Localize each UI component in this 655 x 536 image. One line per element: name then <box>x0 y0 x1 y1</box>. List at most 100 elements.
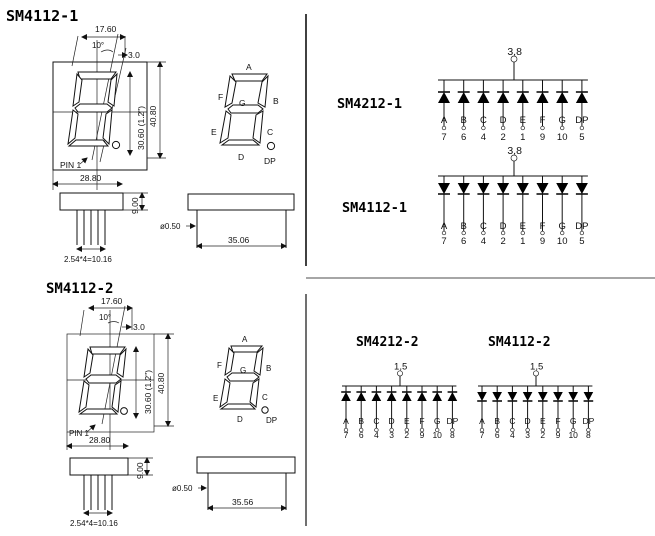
segment-label: C <box>480 221 487 232</box>
segment-label-d: D <box>237 415 243 424</box>
pin-node <box>525 427 530 433</box>
angle-arc <box>100 49 114 53</box>
segment-label: A <box>479 416 485 426</box>
circuit-title: SM4112-1 <box>342 200 407 216</box>
pin-node <box>435 427 440 433</box>
pin-node <box>479 427 485 433</box>
pin-node <box>520 230 525 236</box>
segment-label: DP <box>575 115 588 126</box>
dp-dot <box>120 407 128 415</box>
pin-number: 2 <box>500 236 505 247</box>
segment-label-f: F <box>218 92 223 102</box>
pin-node <box>450 427 455 433</box>
led-diode <box>438 92 450 103</box>
segment-label-b: B <box>273 96 279 106</box>
pin-node <box>481 125 486 131</box>
pin-number: 1 <box>520 236 525 247</box>
dim-angle: 10° <box>92 41 104 50</box>
pin-number: 6 <box>461 236 466 247</box>
dim-side-height: 9.00 <box>135 462 145 479</box>
segment-label: B <box>358 416 364 426</box>
segment-label-g: G <box>239 98 246 108</box>
pin-node <box>461 125 466 131</box>
led-diode <box>447 392 458 401</box>
led-diode <box>371 392 382 401</box>
pin-node <box>555 427 561 433</box>
dim-offset: 3.0 <box>128 50 140 60</box>
pin-number: 2 <box>500 132 505 143</box>
front-view-outline <box>52 61 148 171</box>
led-diode <box>516 183 529 194</box>
pin-number: 5 <box>579 132 584 143</box>
segment-label: E <box>540 416 546 426</box>
segment-label: D <box>389 416 395 426</box>
panel-sm4112-2-dimensions: SM4112-2 17.60 10° 3.0 30.60 (1.2") 40.8… <box>46 281 296 528</box>
common-pin-label: 3,8 <box>507 145 522 157</box>
dp-dot <box>266 141 276 151</box>
segment-label: A <box>441 221 448 232</box>
pin-node <box>579 230 585 236</box>
segment-label: B <box>494 416 500 426</box>
pin-node <box>359 427 364 433</box>
pin-number: 5 <box>579 236 584 247</box>
pin-node <box>540 230 545 236</box>
segment-label-dp: DP <box>264 156 276 166</box>
pin-number: 9 <box>540 132 545 143</box>
pin-number: 4 <box>374 430 379 440</box>
dim-top-width: 17.60 <box>95 24 117 34</box>
led-diode <box>516 92 529 103</box>
slant-line <box>91 33 119 161</box>
panel-sm4112-1-dimensions: SM4112-1 17.60 10° 3.0 30.60 (1.2") <box>6 7 295 264</box>
segment-label: C <box>509 416 515 426</box>
dim-pin-length: 35.56 <box>232 497 254 507</box>
side-view-pins <box>83 475 113 510</box>
common-pin-label: 1,5 <box>394 361 407 372</box>
dim-total-height: 40.80 <box>156 372 166 394</box>
segment-label: B <box>461 221 467 232</box>
segment-label-c: C <box>262 393 268 402</box>
pin-number: 4 <box>481 236 486 247</box>
pin-number: 6 <box>359 430 364 440</box>
segment-label: F <box>540 115 546 126</box>
panel-common-anode-cathode-circuits-2: SM4212-2 SM4112-2 1,5A7B6C4D3E2F9G10DP8 … <box>341 335 595 440</box>
led-diode <box>492 392 502 401</box>
segment-label: C <box>373 416 379 426</box>
side-view-pins <box>76 210 106 245</box>
segment-label-e: E <box>211 127 217 137</box>
pin-node <box>441 230 447 236</box>
led-diode <box>438 183 450 194</box>
pin-node <box>389 427 394 433</box>
dim-pin-pitch: 2.54*4=10.16 <box>64 255 112 264</box>
pin-node <box>343 427 349 433</box>
pin-number: 8 <box>586 430 591 440</box>
led-diode <box>497 183 510 194</box>
led-diode <box>556 183 569 194</box>
led-diode <box>583 392 594 401</box>
pin-node <box>500 230 506 236</box>
led-diode <box>457 183 470 194</box>
led-diode <box>386 392 397 401</box>
dim-pin-dia: ø0.50 <box>172 484 193 493</box>
segment-label: C <box>480 115 487 126</box>
pin-number: 7 <box>344 430 349 440</box>
led-diode <box>536 92 549 103</box>
pin-length-body <box>196 456 296 474</box>
pin-number: 3 <box>389 430 394 440</box>
segment-label: G <box>434 416 441 426</box>
segment-label: E <box>404 416 410 426</box>
pin-node <box>520 125 525 131</box>
pin-number: 10 <box>432 430 442 440</box>
slant-line <box>71 35 79 67</box>
segment-label: E <box>520 115 526 126</box>
led-diode <box>568 392 578 401</box>
pin-node <box>500 125 506 131</box>
pin1-arrow <box>86 424 96 433</box>
dp-dot <box>261 406 269 414</box>
seven-segment-digit <box>78 346 127 415</box>
circuit-title: SM4212-1 <box>337 96 402 112</box>
led-diode <box>522 392 533 401</box>
pin-number: 1 <box>520 132 525 143</box>
pin-node <box>441 125 447 131</box>
pin-number: 6 <box>461 132 466 143</box>
segment-label: G <box>570 416 577 426</box>
